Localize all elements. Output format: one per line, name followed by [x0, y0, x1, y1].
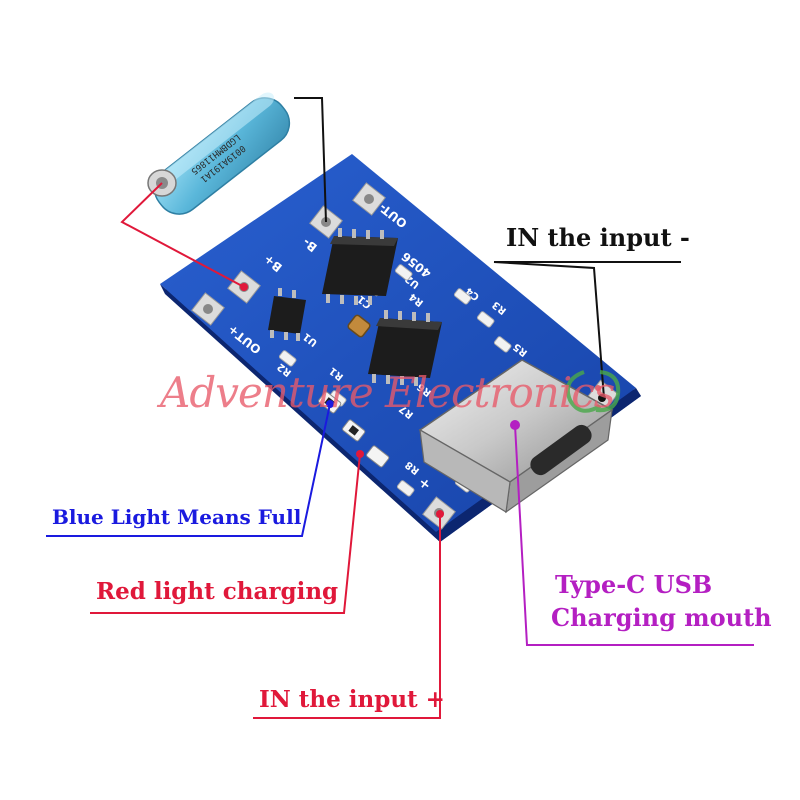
callout-line-usb: [514, 424, 754, 646]
callout-line-red: [90, 453, 361, 614]
callout-line-b-plus: [120, 182, 245, 288]
pcb-board: OUT- B- B+ OUT+ + 4056 R3 C4 R5 U2 R4 C1…: [160, 154, 641, 542]
callout-line-blue: [46, 403, 331, 537]
label-in-minus: IN the input -: [506, 223, 690, 252]
usb-c-connector: [418, 359, 614, 514]
label-red-light: Red light charging: [96, 578, 339, 605]
label-usb-line2: Charging mouth: [551, 603, 772, 632]
silk-b-minus: B-: [300, 235, 320, 255]
pad-out-minus: [352, 182, 386, 216]
watermark-text: Adventure Electronics: [160, 368, 615, 417]
led-red: [342, 419, 366, 442]
pad-out-plus: [191, 292, 225, 326]
callout-dot-usb: [510, 420, 520, 430]
chip-u2: [322, 228, 398, 305]
label-in-plus: IN the input +: [259, 686, 445, 713]
label-usb-line1: Type-C USB: [555, 570, 713, 599]
callout-dot-red: [356, 450, 364, 458]
label-blue-light: Blue Light Means Full: [52, 505, 302, 529]
callout-dot-blue: [326, 400, 334, 408]
watermark-logo-icon: [565, 370, 621, 413]
callout-lines: [46, 97, 754, 719]
callout-dot-in-minus: [598, 394, 606, 402]
callout-dot-in-plus: [436, 510, 444, 518]
callout-line-in-plus: [253, 514, 441, 719]
callout-line-in-minus: [493, 261, 681, 399]
callout-line-b-minus: [294, 97, 327, 223]
callout-dot-b-plus: [240, 283, 248, 291]
chip-small: [268, 288, 306, 341]
battery: LGDBMH11865 0019A191A1: [147, 92, 291, 215]
inductor: [347, 314, 371, 338]
led-red-2: [366, 445, 390, 468]
chip-u1: [368, 310, 442, 386]
